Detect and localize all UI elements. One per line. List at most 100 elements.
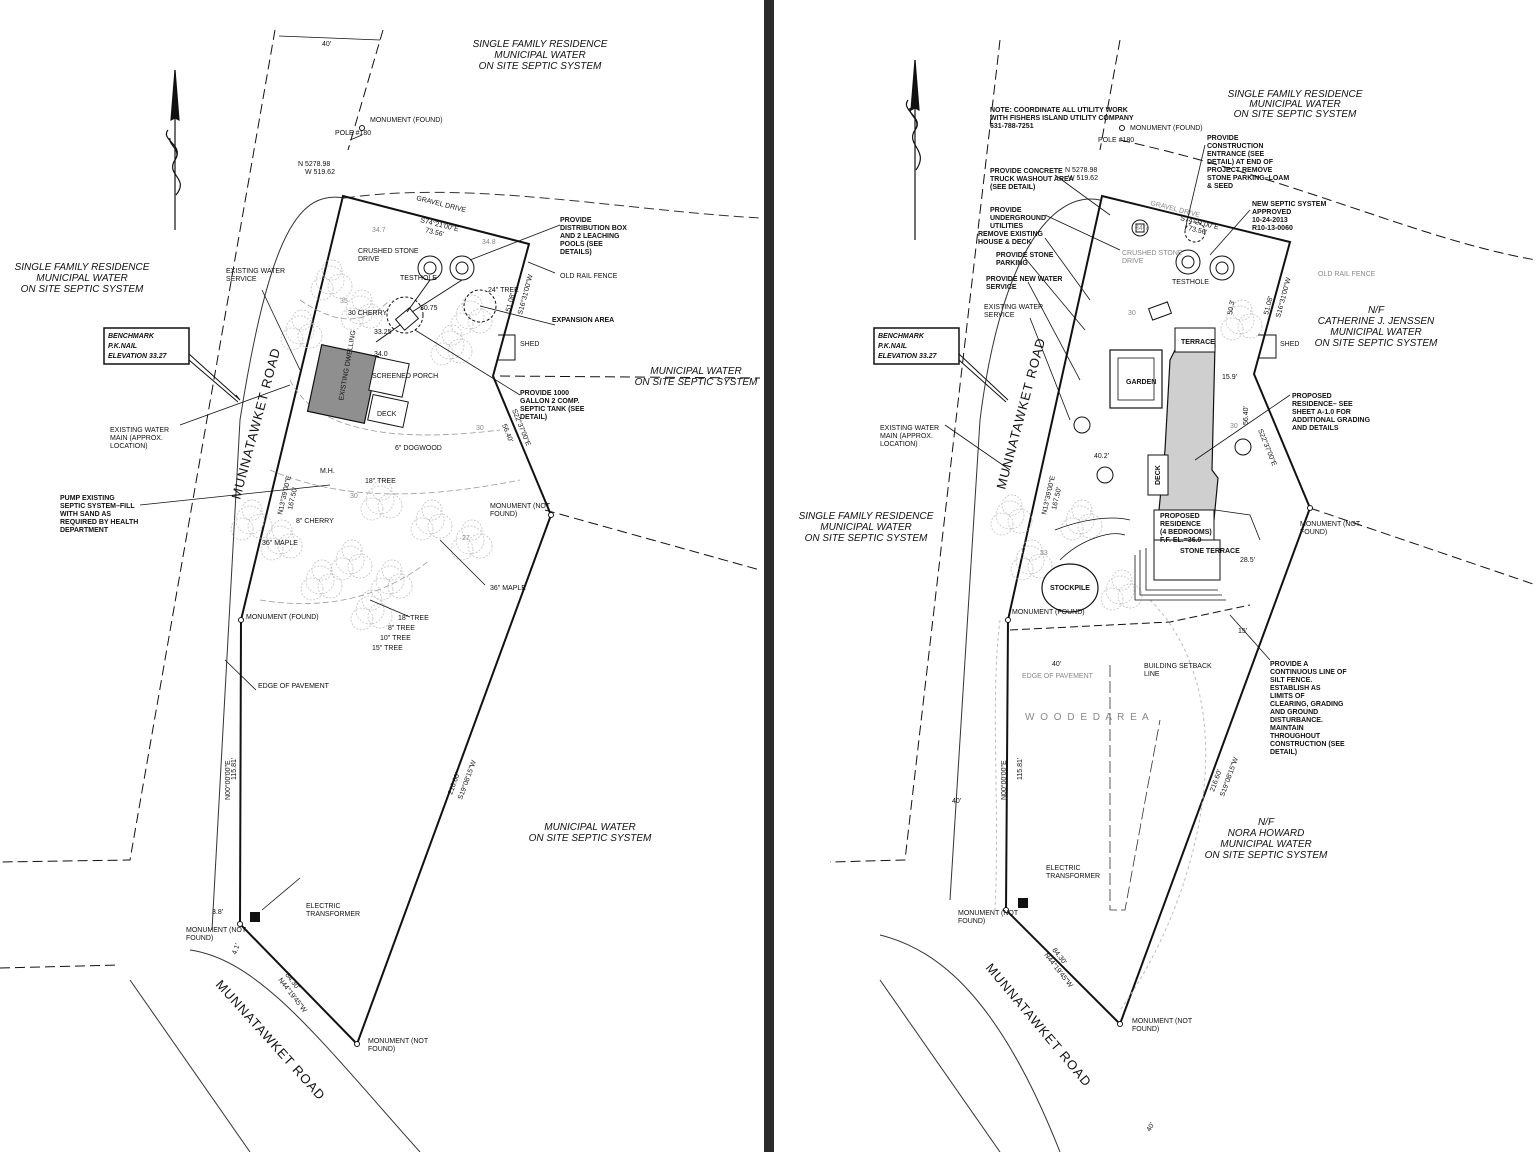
- gravel-drive-label: GRAVEL DRIVE: [416, 195, 467, 214]
- dist-top: 73.56': [425, 227, 445, 238]
- svg-text:MUNICIPAL WATER: MUNICIPAL WATER: [494, 50, 586, 61]
- dim-30-75: 30.75: [420, 305, 438, 312]
- property-boundary-right: [1004, 194, 1312, 1026]
- pole-label: POLE #180: [335, 130, 371, 137]
- contour-30b: 30: [1128, 310, 1136, 317]
- tree-list-2: 8" TREE: [388, 625, 415, 632]
- coord-n: N 5278.98: [1065, 167, 1097, 174]
- left-site-plan: 40': [0, 29, 761, 1152]
- dim-115-81: 115.81': [1017, 758, 1024, 780]
- cherry-30-label: 30 CHERRY: [348, 310, 387, 317]
- dim-15: 15': [1238, 628, 1247, 635]
- svg-text:MUNICIPAL WATER: MUNICIPAL WATER: [650, 366, 742, 377]
- dim-40-b: 40': [952, 798, 961, 805]
- leaching-pools: [375, 255, 497, 343]
- road-name-vertical: MUNNATAWKET ROAD: [993, 336, 1048, 491]
- monument-markers: [237, 125, 554, 1047]
- tree-list-4: 15" TREE: [372, 645, 403, 652]
- dim-115-81: 115.81': [231, 758, 238, 780]
- contour-34-7: 34.7: [372, 227, 386, 234]
- svg-text:CATHERINE J. JENSSEN: CATHERINE J. JENSSEN: [1318, 316, 1435, 327]
- proposed-box: [1153, 509, 1215, 541]
- monument-found-top: MONUMENT (FOUND): [370, 117, 443, 124]
- electric-transformer-icon: [1018, 898, 1028, 908]
- stone-terrace: [1153, 539, 1221, 581]
- svg-text:SINGLE FAMILY RESIDENCE: SINGLE FAMILY RESIDENCE: [473, 39, 608, 50]
- property-boundary-left: [238, 194, 553, 1046]
- svg-text:ON SITE SEPTIC SYSTEM: ON SITE SEPTIC SYSTEM: [1234, 109, 1357, 120]
- dim-28-5: 28.5': [1240, 557, 1255, 564]
- testhole-label: TESTHOLE: [400, 275, 437, 282]
- bearing-s22: S22°37'00"E: [1256, 428, 1278, 468]
- shed-label: SHED: [520, 341, 539, 348]
- contour-34-7: 34.7: [1135, 225, 1149, 232]
- svg-text:MUNICIPAL WATER: MUNICIPAL WATER: [1220, 839, 1312, 850]
- neighbor-left: SINGLE FAMILY RESIDENCE MUNICIPAL WATER …: [15, 262, 150, 295]
- edge-of-pavement: EDGE OF PAVEMENT: [1022, 673, 1094, 680]
- dim-56-40: 56.40': [500, 423, 514, 443]
- screened-porch-label: SCREENED PORCH: [372, 373, 438, 380]
- dim-56-40: 56.40': [1243, 406, 1250, 425]
- terrace: [1174, 327, 1216, 353]
- svg-text:N/F: N/F: [1258, 817, 1275, 828]
- svg-text:MUNICIPAL WATER: MUNICIPAL WATER: [544, 822, 636, 833]
- stone-terrace-label: STONE TERRACE: [1180, 548, 1240, 555]
- shed-label: SHED: [1280, 341, 1299, 348]
- pole-label: POLE #180: [1098, 137, 1134, 144]
- neighbor-right-jenssen: N/F CATHERINE J. JENSSEN MUNICIPAL WATER…: [1315, 305, 1438, 349]
- mh-label: M.H.: [320, 468, 335, 475]
- svg-text:N/F: N/F: [1368, 305, 1385, 316]
- maple-36a-label: 36" MAPLE: [262, 540, 298, 547]
- dim-40-2: 40.2': [1094, 453, 1109, 460]
- dist-top: 73.56': [1188, 225, 1208, 236]
- contour-27: 27: [462, 535, 470, 542]
- screened-porch: [368, 356, 410, 398]
- testhole-label: TESTHOLE: [1172, 279, 1209, 286]
- dim-167-50: 167.50': [1051, 487, 1063, 511]
- new-septic-system: [1073, 219, 1252, 484]
- neighbor-top-right: SINGLE FAMILY RESIDENCE MUNICIPAL WATER …: [1228, 89, 1363, 120]
- proposed-box-2: RESIDENCE: [1160, 521, 1201, 528]
- stockpile-label: STOCKPILE: [1050, 585, 1090, 592]
- monument-found-top: MONUMENT (FOUND): [1130, 125, 1203, 132]
- coord-n: N 5278.98: [298, 161, 330, 168]
- contour-30b: 30: [350, 493, 358, 500]
- shed: [498, 334, 516, 361]
- maple-36b-label: 36" MAPLE: [490, 585, 526, 592]
- north-arrow-icon: [165, 69, 181, 230]
- monument-found-mid: MONUMENT (FOUND): [1012, 609, 1085, 616]
- utility-note-3: 631-788-7251: [990, 123, 1034, 130]
- dim-34-0: 34.0: [374, 351, 388, 358]
- svg-text:ON SITE SEPTIC SYSTEM: ON SITE SEPTIC SYSTEM: [1205, 850, 1328, 861]
- dim-51-08: 51.08': [1263, 295, 1275, 315]
- contour-35: 35: [340, 298, 348, 305]
- svg-text:ON SITE SEPTIC SYSTEM: ON SITE SEPTIC SYSTEM: [805, 533, 928, 544]
- bearing-n00: N00°00'00"E: [224, 760, 232, 800]
- bearing-s16: S16°31'00"W: [1274, 276, 1293, 318]
- neighbor-left: SINGLE FAMILY RESIDENCE MUNICIPAL WATER …: [799, 511, 934, 544]
- road-name-bottom: MUNNATAWKET ROAD: [983, 960, 1095, 1089]
- svg-text:BENCHMARK: BENCHMARK: [878, 333, 925, 340]
- silt-fence-line: [1009, 604, 1251, 631]
- svg-text:SINGLE FAMILY RESIDENCE: SINGLE FAMILY RESIDENCE: [1228, 89, 1363, 100]
- terrace-label: TERRACE: [1181, 339, 1215, 346]
- monument-markers: [1003, 125, 1313, 1027]
- dim-33-25: 33.25: [374, 329, 392, 336]
- svg-text:NORA HOWARD: NORA HOWARD: [1228, 828, 1305, 839]
- deck-label: DECK: [377, 411, 397, 418]
- proposed-box-3: (4 BEDROOMS): [1160, 529, 1212, 536]
